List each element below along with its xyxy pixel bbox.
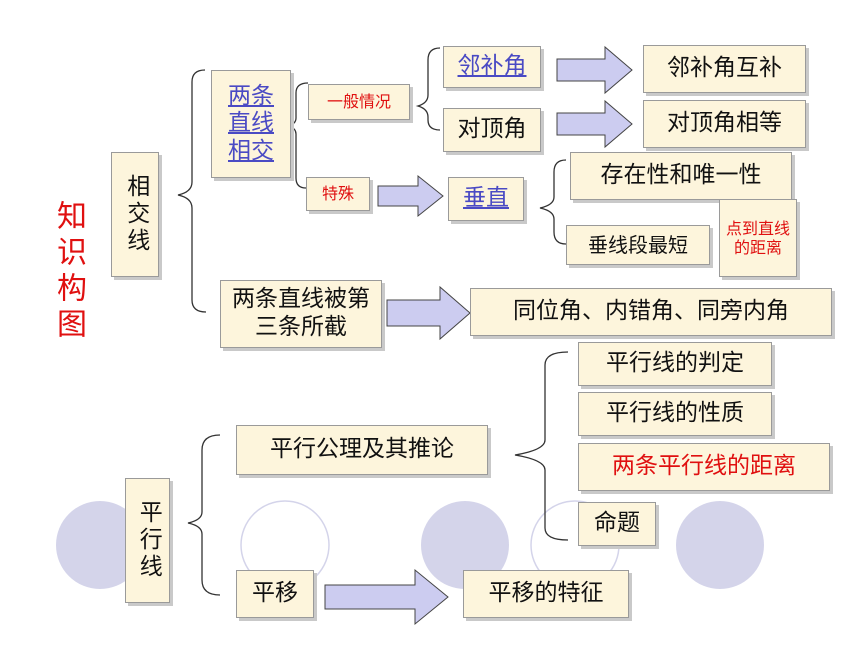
arrow-adjacent (556, 45, 633, 95)
node-existence-uniqueness: 存在性和唯一性 (570, 152, 792, 200)
node-parallel-axiom: 平行公理及其推论 (236, 425, 488, 475)
node-vertical-equal: 对顶角相等 (643, 100, 806, 148)
brace-general (415, 47, 441, 131)
decor-circle (421, 501, 509, 589)
node-translation-feature: 平移的特征 (463, 570, 629, 618)
node-translation: 平移 (236, 570, 314, 618)
node-intersect-root: 相交线 (111, 152, 159, 277)
decor-circle (676, 501, 764, 589)
arrow-third-line (386, 285, 471, 341)
brace-two-lines (287, 82, 309, 189)
node-parallel-judge: 平行线的判定 (578, 342, 772, 386)
arrow-translation (324, 568, 449, 626)
node-proposition: 命题 (578, 502, 656, 546)
brace-axiom (514, 351, 569, 541)
decor-circle (56, 501, 144, 589)
node-perpendicular[interactable]: 垂直 (448, 177, 524, 221)
node-cut-by-third-line: 两条直线被第三条所截 (220, 280, 382, 348)
node-adjacent-complementary: 邻补角互补 (643, 45, 806, 93)
brace-intersect (177, 69, 207, 313)
node-vertical-angle: 对顶角 (443, 108, 541, 152)
page-title: 知识构图 (51, 200, 86, 344)
brace-perpendicular (539, 159, 567, 245)
arrow-special (377, 174, 444, 218)
node-two-lines-intersect[interactable]: 两条直线相交 (211, 70, 291, 178)
node-parallel-property: 平行线的性质 (578, 392, 772, 436)
node-point-line-distance: 点到直线的距离 (719, 199, 797, 277)
node-parallel-distance: 两条平行线的距离 (578, 443, 830, 491)
node-shortest-segment: 垂线段最短 (566, 225, 710, 265)
node-angle-types: 同位角、内错角、同旁内角 (470, 288, 832, 336)
node-adjacent-angle[interactable]: 邻补角 (443, 46, 541, 88)
node-special: 特殊 (306, 177, 370, 211)
node-parallel-root: 平行线 (125, 478, 170, 603)
node-general-case: 一般情况 (308, 84, 410, 120)
brace-parallel (187, 434, 221, 596)
arrow-vertical (556, 99, 633, 149)
